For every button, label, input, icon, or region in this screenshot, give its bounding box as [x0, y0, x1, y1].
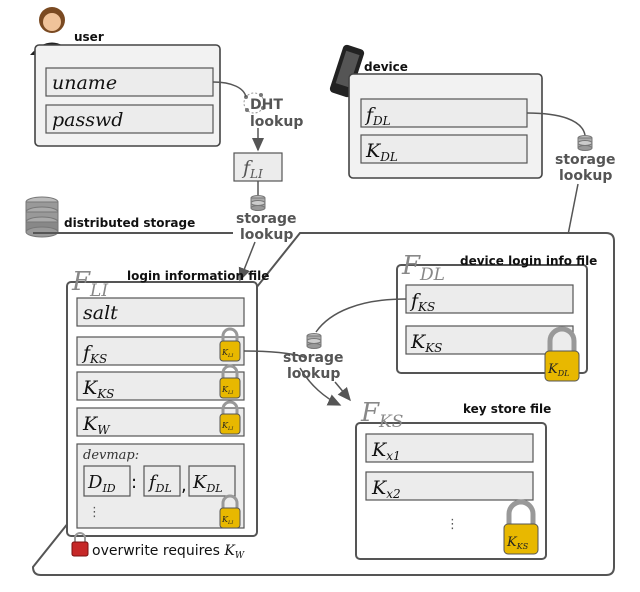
storage-icon-upper: [250, 195, 266, 211]
devmap-label: devmap:: [83, 448, 139, 463]
f-dl-text: fDL: [364, 104, 391, 128]
k-dl-text: KDL: [365, 140, 398, 164]
login-file-symbol: FLI: [71, 267, 108, 301]
keystore-file-symbol: FKS: [360, 398, 403, 432]
k-x2-field: [365, 471, 534, 501]
storage-arrow-middle-b: [334, 381, 351, 402]
storage-arrow-upper: [238, 241, 256, 282]
device-file-symbol: FDL: [401, 251, 445, 285]
k-dl-box-devmap: [188, 465, 236, 497]
passwd-text: passwd: [52, 109, 123, 131]
red-lock-icon: [71, 532, 89, 557]
storage-lookup-label-right-2: lookup: [559, 168, 612, 184]
storage-arrow-middle-a: [299, 367, 342, 406]
lock-icon-f-ks: KLI: [219, 327, 241, 362]
device-file-label: device login info file: [460, 254, 597, 268]
k-x1-field: [365, 433, 534, 463]
dht-connector: [212, 81, 247, 98]
passwd-field: [45, 104, 214, 134]
k-dl-field: [360, 134, 528, 164]
overwrite-note: overwrite requires KW: [92, 543, 245, 561]
uname-text: uname: [52, 72, 117, 94]
svg-text:KLI: KLI: [221, 348, 234, 359]
f-ks-field-device: [405, 284, 574, 314]
device-label: device: [364, 60, 408, 74]
lock-icon-k-ks: KLI: [219, 364, 241, 399]
devmap-comma: ,: [181, 475, 187, 496]
k-ks-text-device: KKS: [410, 331, 442, 355]
storage-icon-right: [577, 135, 593, 151]
k-x1-text: Kx1: [371, 439, 401, 463]
salt-field: [76, 297, 245, 327]
k-x2-text: Kx2: [371, 477, 401, 501]
smartphone-icon: [329, 44, 365, 98]
d-id-box: [83, 465, 131, 497]
dht-lookup-label: lookup: [250, 114, 303, 130]
f-ks-text-login: fKS: [81, 342, 107, 366]
f-ks-text-device: fKS: [409, 290, 435, 314]
f-li-text: fLI: [241, 157, 263, 181]
svg-text:KLI: KLI: [221, 421, 234, 432]
svg-text:KLI: KLI: [221, 385, 234, 396]
d-id-text: DID: [87, 472, 116, 495]
svg-text:KDL: KDL: [547, 362, 569, 378]
storage-lookup-label-middle-2: lookup: [287, 366, 340, 382]
storage-lookup-label-upper: storage: [236, 211, 297, 227]
f-dl-box-devmap: [143, 465, 181, 497]
svg-text:KKS: KKS: [506, 535, 529, 551]
lock-icon-devmap: KLI: [219, 494, 241, 529]
keystore-file-label: key store file: [463, 402, 551, 416]
f-dl-field: [360, 98, 528, 128]
f-ks-field-login: [76, 336, 245, 366]
k-ks-text-login: KKS: [82, 377, 114, 401]
lock-icon-device-file: KDL: [544, 326, 580, 382]
login-file-label: login information file: [127, 269, 269, 283]
k-w-field-login: [76, 407, 245, 437]
keystore-ellipsis: ⋮: [446, 517, 459, 532]
svg-text:KLI: KLI: [221, 515, 234, 526]
database-icon: [25, 196, 59, 238]
lock-icon-k-w: KLI: [219, 400, 241, 435]
k-ks-field-login: [76, 371, 245, 401]
distributed-storage-label: distributed storage: [64, 216, 195, 230]
device-to-storage-connector: [315, 298, 407, 333]
storage-icon-middle: [306, 333, 322, 349]
k-ks-field-device: [405, 325, 574, 355]
uname-field: [45, 67, 214, 97]
device-connector: [526, 112, 586, 136]
user-label: user: [74, 30, 104, 44]
storage-lookup-label-middle: storage: [283, 350, 344, 366]
salt-text: salt: [83, 302, 118, 324]
lock-icon-keystore-file: KKS: [503, 499, 539, 555]
k-w-text-login: KW: [82, 413, 111, 437]
devmap-colon: :: [131, 472, 137, 493]
k-dl-text-devmap: KDL: [192, 472, 223, 495]
devmap-ellipsis: ⋮: [88, 505, 101, 520]
f-li-box: [233, 152, 283, 182]
dht-label: DHT: [250, 97, 283, 113]
storage-lookup-label-upper-2: lookup: [240, 227, 293, 243]
storage-lookup-label-right: storage: [555, 152, 616, 168]
login-to-storage-connector: [243, 350, 307, 359]
